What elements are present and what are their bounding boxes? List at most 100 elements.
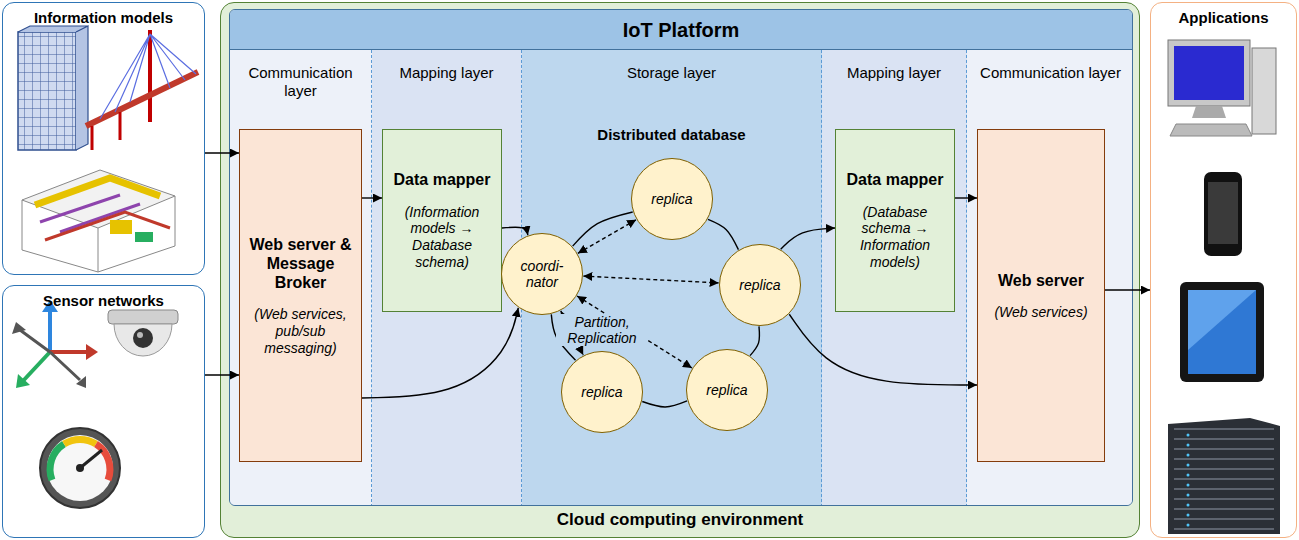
node-title: Cloud computing environment: [221, 510, 1139, 537]
camera-icon-part: [114, 324, 172, 356]
gauge-icon-part: [40, 428, 120, 508]
accelerometer-icon-part: [22, 352, 50, 382]
desktop-icon: [1168, 40, 1276, 136]
tablet-icon-part: [1188, 290, 1256, 374]
server-icon-part: [1174, 428, 1274, 530]
node-title: Mapping layer: [372, 50, 521, 82]
replication-arrow: [583, 276, 718, 283]
flow-arrow: [362, 197, 382, 198]
gauge-icon-part: [47, 435, 113, 501]
camera-icon-part: [108, 310, 178, 324]
mapper-box: Data mapper (Database schema → Informatio…: [835, 129, 955, 312]
replica-circle: replica: [561, 351, 644, 434]
gauge-icon-part: [96, 444, 110, 480]
node-title: Sensor networks: [3, 286, 204, 310]
tablet-icon-part: [1180, 282, 1264, 382]
bridge-model-part: [86, 72, 198, 126]
desktop-icon-part: [1174, 46, 1244, 100]
camera-icon: [108, 310, 178, 356]
flow-arrow: [205, 374, 239, 375]
bridge-model: [86, 30, 198, 150]
node-subtitle: Distributed database: [522, 126, 821, 144]
node-title: Applications: [1151, 3, 1296, 27]
phone-icon: [1204, 172, 1242, 256]
accelerometer-icon-part: [16, 374, 30, 388]
accelerometer-icon: [12, 300, 98, 388]
cloud-region: Cloud computing environment IoT PlatformC…: [220, 2, 1140, 538]
flow-arrow: [502, 227, 528, 235]
mep-model-part: [110, 220, 132, 234]
server-icon-part: [1168, 418, 1280, 534]
flow-arrow: [781, 228, 835, 249]
building-model-part: [18, 32, 76, 150]
coordinator-circle: coordi- nator: [501, 233, 584, 316]
accelerometer-icon-part: [48, 306, 52, 352]
tablet-icon: [1180, 282, 1264, 382]
node-title: Information models: [3, 3, 204, 27]
node-subtitle: (Information models → Database schema): [383, 204, 501, 271]
accelerometer-icon-part: [12, 322, 86, 388]
ring-link: [642, 401, 687, 407]
replication-arrow: [578, 220, 636, 254]
flow-arrow: [1105, 289, 1150, 290]
source-panel: Sensor networks: [2, 285, 205, 538]
node-subtitle: (Web services): [978, 304, 1104, 321]
building-model: [18, 26, 88, 150]
node-title: Data mapper: [836, 170, 954, 189]
bridge-model-part: [92, 112, 120, 150]
mep-model: [22, 170, 175, 272]
desktop-icon-part: [1252, 48, 1276, 134]
desktop-icon-part: [1192, 106, 1226, 118]
node-title: Data mapper: [383, 170, 501, 189]
source-panel: Information models: [2, 2, 205, 275]
node-title: Communication layer: [230, 50, 371, 100]
replica-circle: replica: [719, 244, 802, 327]
replication-arrow: [561, 311, 583, 355]
layer-column: Communication layerWeb server (Web servic…: [967, 50, 1133, 506]
camera-icon-part: [133, 328, 153, 348]
layer-column: Mapping layerData mapper (Information mod…: [372, 50, 522, 506]
node-title: coordi- nator: [502, 258, 583, 290]
building-model-part: [18, 32, 76, 150]
server-icon: [1168, 418, 1280, 534]
mep-model-part: [35, 178, 160, 205]
layer-column: Storage layerDistributed databasecoordi-…: [522, 50, 822, 506]
replication-arrow: [577, 296, 692, 368]
gauge-icon-part: [80, 450, 102, 468]
node-title: replica: [720, 277, 801, 293]
desktop-icon-part: [1168, 40, 1250, 106]
node-title: Mapping layer: [822, 50, 966, 82]
flow-arrow: [362, 308, 518, 398]
node-subtitle: (Web services, pub/sub messaging): [240, 306, 361, 356]
accelerometer-icon-part: [50, 350, 92, 354]
accelerometer-icon-part: [86, 344, 98, 360]
layer-column: Mapping layerData mapper (Database schema…: [822, 50, 967, 506]
platform-box: IoT PlatformCommunication layerWeb serve…: [229, 9, 1133, 506]
mep-model-part: [135, 232, 153, 242]
node-title: Web server & Message Broker: [240, 235, 361, 293]
building-model-part: [18, 26, 88, 150]
gauge-icon-part: [64, 439, 96, 444]
camera-icon-part: [137, 332, 143, 338]
node-title: IoT Platform: [230, 10, 1132, 50]
gauge-icon: [40, 428, 120, 508]
layer-column: Communication layerWeb server & Message …: [230, 50, 372, 506]
mep-model-part: [22, 196, 175, 272]
edge-note: Partition, Replication: [556, 314, 648, 346]
ring-link: [750, 326, 759, 355]
bridge-model-part: [100, 34, 196, 119]
node-title: Storage layer: [522, 50, 821, 82]
mapper-box: Data mapper (Information models → Databas…: [382, 129, 502, 312]
replica-circle: replica: [686, 349, 769, 432]
desktop-icon-part: [1170, 124, 1252, 136]
accelerometer-icon-part: [20, 330, 80, 380]
node-title: Web server: [978, 271, 1104, 290]
node-subtitle: (Database schema → Information models): [836, 204, 954, 271]
gauge-icon-part: [50, 444, 64, 480]
flow-arrow: [205, 152, 239, 153]
node-title: Communication layer: [967, 50, 1133, 82]
ring-link: [551, 314, 575, 360]
flow-arrow: [955, 197, 977, 198]
node-title: replica: [687, 382, 768, 398]
phone-icon-part: [1208, 182, 1238, 244]
